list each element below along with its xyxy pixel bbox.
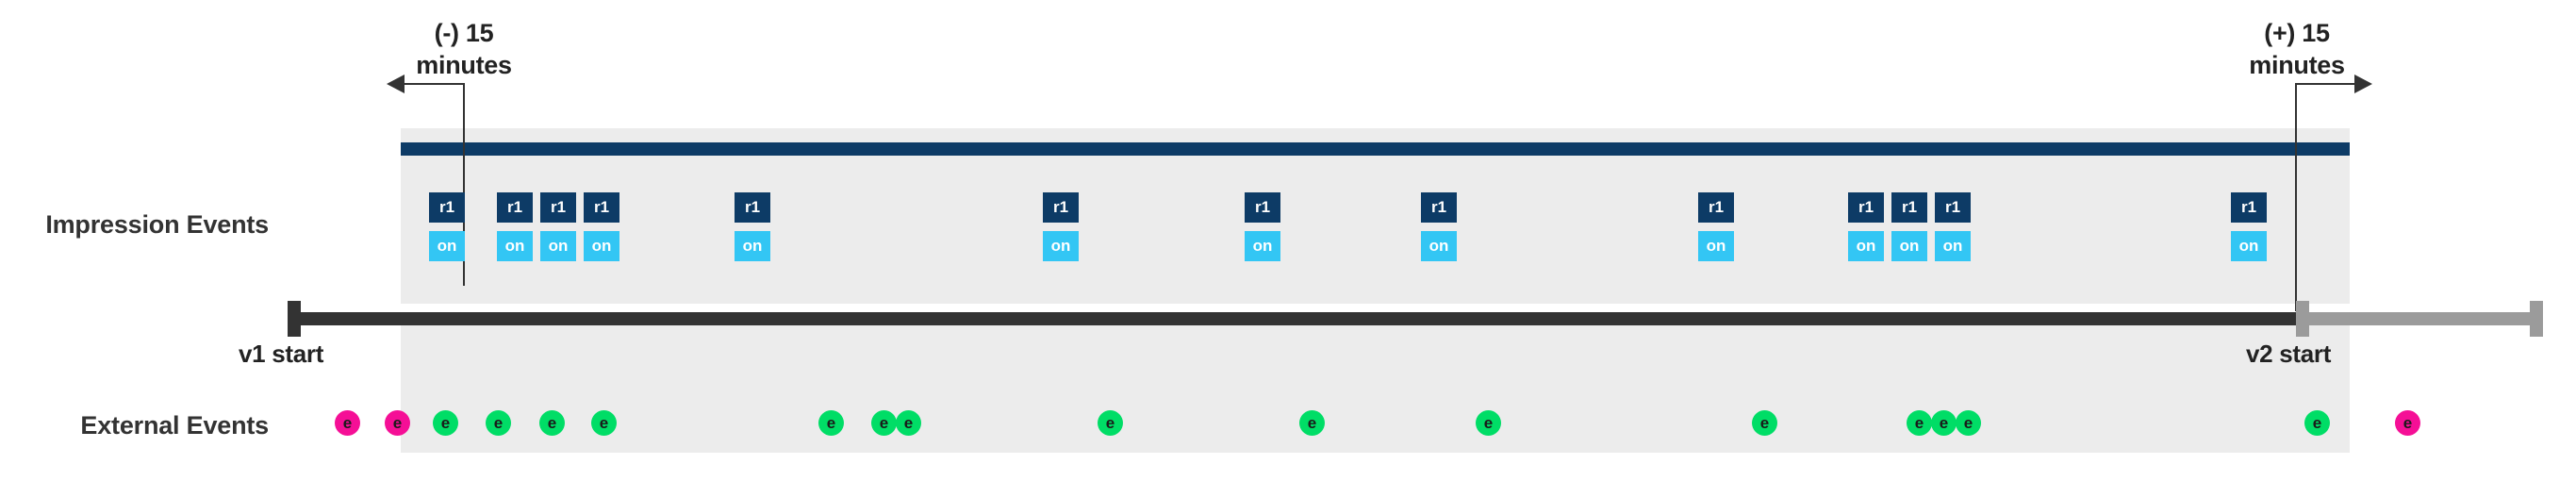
left-callout-hline xyxy=(404,83,463,85)
external-events-row-label: External Events xyxy=(80,411,269,440)
request-badge[interactable]: r1 xyxy=(1245,192,1280,223)
impression-badge-column[interactable]: r1 on xyxy=(1891,192,1927,261)
external-event-dot-inside[interactable]: e xyxy=(2304,410,2330,436)
external-event-dot-outside[interactable]: e xyxy=(385,410,410,436)
impression-badge-column[interactable]: r1 on xyxy=(1848,192,1884,261)
left-callout-vline xyxy=(463,83,465,286)
state-badge[interactable]: on xyxy=(584,231,619,261)
state-badge[interactable]: on xyxy=(429,231,465,261)
left-callout-line2: minutes xyxy=(416,51,512,79)
request-badge[interactable]: r1 xyxy=(1848,192,1884,223)
request-badge[interactable]: r1 xyxy=(1891,192,1927,223)
external-event-dot-inside[interactable]: e xyxy=(1752,410,1777,436)
impression-rail xyxy=(401,142,2350,156)
state-badge[interactable]: on xyxy=(540,231,576,261)
state-badge[interactable]: on xyxy=(1421,231,1457,261)
impression-events-row-label: Impression Events xyxy=(45,210,269,239)
external-event-dot-outside[interactable]: e xyxy=(2395,410,2420,436)
left-callout-arrowhead-icon xyxy=(387,75,405,93)
state-badge[interactable]: on xyxy=(497,231,533,261)
external-event-dot-inside[interactable]: e xyxy=(591,410,617,436)
impression-badge-column[interactable]: r1 on xyxy=(540,192,576,261)
external-event-dot-inside[interactable]: e xyxy=(1299,410,1325,436)
impression-badge-column[interactable]: r1 on xyxy=(584,192,619,261)
state-badge[interactable]: on xyxy=(1698,231,1734,261)
request-badge[interactable]: r1 xyxy=(497,192,533,223)
state-badge[interactable]: on xyxy=(1935,231,1971,261)
request-badge[interactable]: r1 xyxy=(1043,192,1079,223)
impression-badge-column[interactable]: r1 on xyxy=(497,192,533,261)
attribution-window-band-upper xyxy=(401,128,2350,304)
state-badge[interactable]: on xyxy=(1245,231,1280,261)
left-callout-label: (-) 15 minutes xyxy=(370,17,558,81)
request-badge[interactable]: r1 xyxy=(1698,192,1734,223)
v2-start-cap xyxy=(2296,301,2309,337)
request-badge[interactable]: r1 xyxy=(540,192,576,223)
impression-badge-column[interactable]: r1 on xyxy=(1935,192,1971,261)
request-badge[interactable]: r1 xyxy=(1421,192,1457,223)
impression-badge-column[interactable]: r1 on xyxy=(1043,192,1079,261)
impression-badge-column[interactable]: r1 on xyxy=(429,192,465,261)
external-event-dot-outside[interactable]: e xyxy=(335,410,360,436)
external-event-dot-inside[interactable]: e xyxy=(818,410,844,436)
attribution-window-band-lower xyxy=(401,317,2350,453)
v2-start-caption: v2 start xyxy=(2246,340,2332,368)
impression-badge-column[interactable]: r1 on xyxy=(735,192,770,261)
right-callout-hline xyxy=(2295,83,2354,85)
v2-timeline-bar xyxy=(2296,312,2543,325)
request-badge[interactable]: r1 xyxy=(735,192,770,223)
v1-start-cap xyxy=(288,301,301,337)
request-badge[interactable]: r1 xyxy=(429,192,465,223)
right-callout-line1: (+) 15 xyxy=(2264,19,2330,47)
v2-end-cap xyxy=(2530,301,2543,337)
right-callout-line2: minutes xyxy=(2249,51,2345,79)
external-event-dot-inside[interactable]: e xyxy=(1907,410,1932,436)
state-badge[interactable]: on xyxy=(2231,231,2267,261)
right-callout-vline xyxy=(2295,83,2297,311)
request-badge[interactable]: r1 xyxy=(584,192,619,223)
request-badge[interactable]: r1 xyxy=(2231,192,2267,223)
request-badge[interactable]: r1 xyxy=(1935,192,1971,223)
external-event-dot-inside[interactable]: e xyxy=(1931,410,1957,436)
external-event-dot-inside[interactable]: e xyxy=(539,410,565,436)
left-callout-line1: (-) 15 xyxy=(434,19,494,47)
state-badge[interactable]: on xyxy=(735,231,770,261)
external-event-dot-inside[interactable]: e xyxy=(896,410,921,436)
impression-badge-column[interactable]: r1 on xyxy=(1421,192,1457,261)
right-callout-arrowhead-icon xyxy=(2354,75,2372,93)
impression-badge-column[interactable]: r1 on xyxy=(2231,192,2267,261)
state-badge[interactable]: on xyxy=(1891,231,1927,261)
external-event-dot-inside[interactable]: e xyxy=(1476,410,1501,436)
external-event-dot-inside[interactable]: e xyxy=(1956,410,1981,436)
external-event-dot-inside[interactable]: e xyxy=(871,410,897,436)
external-event-dot-inside[interactable]: e xyxy=(433,410,458,436)
external-event-dot-inside[interactable]: e xyxy=(1098,410,1123,436)
right-callout-label: (+) 15 minutes xyxy=(2203,17,2391,81)
state-badge[interactable]: on xyxy=(1043,231,1079,261)
v1-start-caption: v1 start xyxy=(239,340,324,368)
impression-badge-column[interactable]: r1 on xyxy=(1245,192,1280,261)
v1-timeline-bar xyxy=(288,312,2296,325)
impression-badge-column[interactable]: r1 on xyxy=(1698,192,1734,261)
external-event-dot-inside[interactable]: e xyxy=(486,410,511,436)
state-badge[interactable]: on xyxy=(1848,231,1884,261)
